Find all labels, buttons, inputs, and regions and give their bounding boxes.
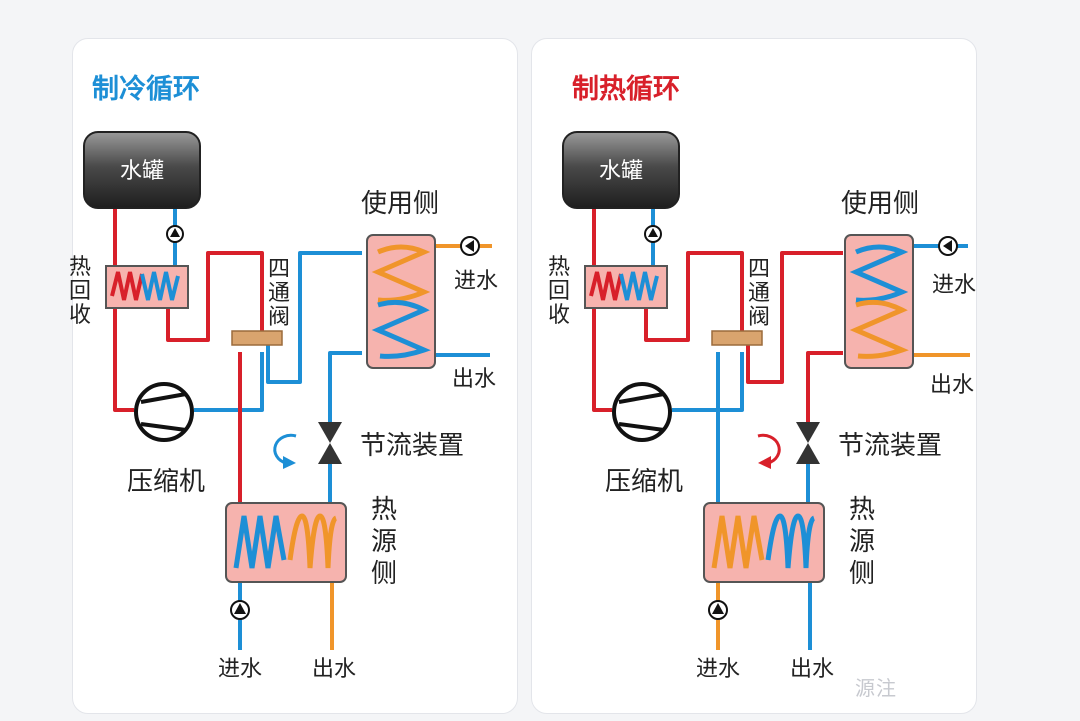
heating-tank-label: 水罐	[599, 159, 643, 184]
heating-source-inlet-label: 进水	[696, 657, 740, 682]
pump-icon	[938, 236, 958, 256]
cooling-four-way-label-1: 四	[268, 257, 290, 282]
cooling-four-way-label-2: 通	[268, 281, 290, 306]
cooling-use-side-exchanger	[366, 234, 436, 369]
heating-source-label-1: 热	[849, 495, 875, 525]
cooling-compressor-label: 压缩机	[127, 467, 205, 497]
cooling-source-side-exchanger	[225, 502, 347, 583]
pump-icon	[708, 600, 728, 620]
coil-icon	[140, 271, 180, 301]
expansion-valve-icon	[796, 422, 820, 464]
cooling-source-label-1: 热	[371, 495, 397, 525]
heating-use-side-label: 使用侧	[841, 189, 919, 219]
water-tank-icon: 水罐	[83, 131, 201, 209]
heating-heat-recovery-label-2: 回	[548, 279, 570, 304]
cooling-title: 制冷循环	[92, 74, 200, 105]
four-way-valve-icon	[231, 330, 283, 346]
cooling-use-outlet-label: 出水	[452, 367, 496, 392]
compressor-icon	[134, 382, 194, 442]
cooling-four-way-label-3: 阀	[268, 305, 290, 330]
pump-icon	[460, 236, 480, 256]
heating-source-side-exchanger	[703, 502, 825, 583]
pump-icon	[230, 600, 250, 620]
heating-compressor-label: 压缩机	[605, 467, 683, 497]
cooling-source-label-3: 侧	[371, 559, 397, 589]
heating-heat-recovery-label-3: 收	[548, 303, 570, 328]
expansion-valve-icon	[318, 422, 342, 464]
cooling-tank-label: 水罐	[120, 159, 164, 184]
heating-title: 制热循环	[572, 74, 680, 105]
heating-diagram: 制热循环 水罐 热 回 收	[548, 74, 976, 682]
heating-four-way-label-3: 阀	[748, 305, 770, 330]
heating-throttle-label: 节流装置	[838, 431, 942, 461]
cooling-heat-recovery-label-1: 热	[69, 255, 91, 280]
heating-use-outlet-label: 出水	[930, 373, 974, 398]
heating-four-way-label-2: 通	[748, 281, 770, 306]
cooling-throttle-label: 节流装置	[360, 431, 464, 461]
flow-direction-arrow-icon	[757, 433, 781, 469]
pump-icon	[166, 225, 184, 243]
cooling-source-outlet-label: 出水	[312, 657, 356, 682]
cooling-source-label-2: 源	[371, 527, 397, 557]
coil-icon	[619, 271, 659, 301]
compressor-icon	[612, 382, 672, 442]
pump-icon	[644, 225, 662, 243]
heating-heat-recovery-label-1: 热	[548, 255, 570, 280]
water-tank-icon: 水罐	[562, 131, 680, 209]
cooling-use-side-label: 使用侧	[361, 189, 439, 219]
cooling-heat-recovery-label-3: 收	[69, 303, 91, 328]
four-way-valve-icon	[711, 330, 763, 346]
coil-icon	[589, 271, 623, 301]
cooling-diagram: 制冷循环 水罐	[69, 74, 498, 682]
watermark: 源注	[855, 676, 897, 700]
heating-use-inlet-label: 进水	[932, 273, 976, 298]
cooling-source-inlet-label: 进水	[218, 657, 262, 682]
heating-four-way-label-1: 四	[748, 257, 770, 282]
heating-source-label-3: 侧	[849, 559, 875, 589]
heating-source-outlet-label: 出水	[790, 657, 834, 682]
coil-icon	[110, 271, 144, 301]
cooling-use-inlet-label: 进水	[454, 269, 498, 294]
heating-source-label-2: 源	[849, 527, 875, 557]
cooling-heat-recovery-exchanger	[105, 265, 189, 309]
flow-direction-arrow-icon	[273, 433, 297, 469]
heating-use-side-exchanger	[844, 234, 914, 369]
heating-heat-recovery-exchanger	[584, 265, 668, 309]
cooling-heat-recovery-label-2: 回	[69, 279, 91, 304]
